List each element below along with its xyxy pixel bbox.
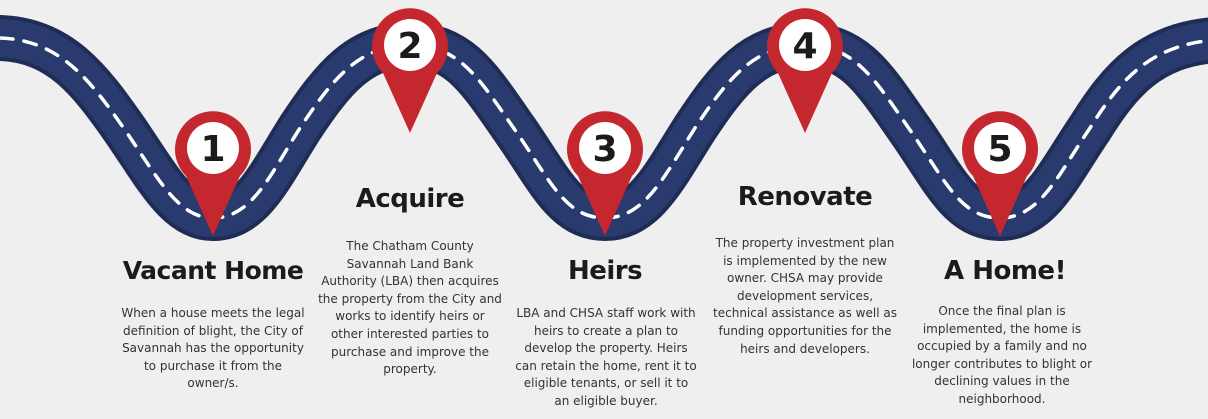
step-description-vacant-home: When a house meets the legal definition … <box>121 306 305 391</box>
map-pin-icon-3: 3 <box>567 111 643 236</box>
map-pin-icon-4: 4 <box>767 8 843 134</box>
step-title-heirs: Heirs <box>567 256 643 286</box>
step-title-vacant-home: Vacant Home <box>122 256 304 285</box>
step-title-a-home: A Home! <box>944 256 1066 286</box>
map-pin-icon-2: 2 <box>372 8 448 134</box>
step-description-a-home: Once the final plan is implemented, the … <box>911 304 1093 406</box>
map-pin-icon-5: 5 <box>962 111 1038 236</box>
step-description-acquire: The Chatham County Savannah Land Bank Au… <box>318 239 502 377</box>
step-title-acquire: Acquire <box>355 184 465 214</box>
step-number-2: 2 <box>397 26 422 67</box>
step-number-5: 5 <box>987 129 1012 170</box>
step-title-renovate: Renovate <box>737 182 873 212</box>
step-number-1: 1 <box>200 129 225 170</box>
step-number-4: 4 <box>792 26 817 67</box>
step-number-3: 3 <box>592 129 617 170</box>
step-description-heirs: LBA and CHSA staff work with heirs to cr… <box>515 306 697 408</box>
map-pin-icon-1: 1 <box>175 111 251 236</box>
step-description-renovate: The property investment plan is implemen… <box>713 236 897 356</box>
